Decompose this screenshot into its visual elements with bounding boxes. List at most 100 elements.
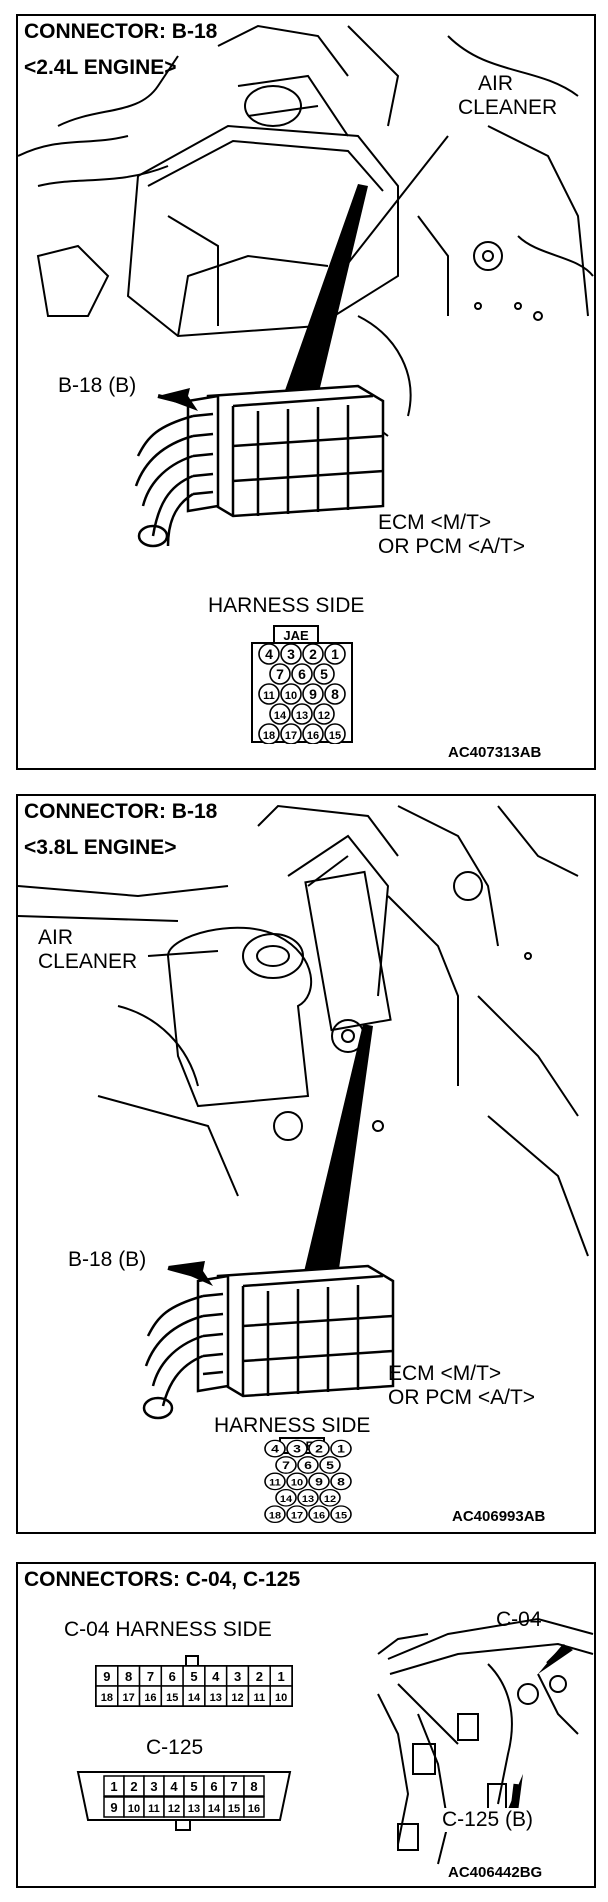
panel2-pin-label-5: 5	[326, 1458, 334, 1471]
panel1-pin-label-7: 7	[276, 666, 284, 682]
panel2-pin-label-9: 9	[315, 1475, 323, 1488]
panel1-air-label-2: CLEANER	[458, 96, 558, 119]
c04-pin-label-10: 10	[275, 1692, 287, 1704]
panel2-pin-10	[286, 1472, 308, 1491]
panel2-pin-5	[319, 1456, 341, 1474]
panel2-pin-label-2: 2	[315, 1442, 323, 1455]
panel2-pin-7	[275, 1456, 297, 1474]
panel2-pin-13	[297, 1488, 319, 1507]
c125-pin-label-5: 5	[190, 1779, 197, 1794]
panel2-pin-14	[275, 1488, 297, 1507]
panel2-pin-9	[308, 1472, 330, 1491]
panel1-pin-9	[302, 683, 324, 705]
panel-connector-b18-2-4l: CONNECTOR: B-18 <2.4L ENGINE> AIR CLEANE…	[16, 14, 596, 770]
panel2-pin-8	[330, 1472, 352, 1491]
panel1-engine: <2.4L ENGINE>	[24, 56, 177, 79]
c04-pin-label-17: 17	[123, 1692, 135, 1704]
panel1-harness-side: HARNESS SIDE	[208, 594, 365, 617]
panel2-pin-3	[286, 1439, 308, 1458]
panel1-pin-5	[313, 663, 335, 685]
panel3-figure-code: AC406442BG	[448, 1864, 543, 1881]
panel2-pin-label-14: 14	[280, 1495, 293, 1505]
panel3-title: CONNECTORS: C-04, C-125	[24, 1568, 301, 1591]
panel1-pin-label-5: 5	[320, 666, 328, 682]
panel1-pin-11	[258, 683, 280, 705]
c125-pin-label-11: 11	[148, 1803, 160, 1815]
c125-pin-label-7: 7	[230, 1779, 237, 1794]
panel1-pin-label-11: 11	[263, 690, 275, 702]
panel2-pin-15	[330, 1505, 352, 1524]
c125-callout: C-125 (B)	[442, 1808, 534, 1832]
c04-pin-label-14: 14	[188, 1692, 201, 1704]
panel2-pin-label-17: 17	[291, 1511, 304, 1521]
panel1-pin-label-1: 1	[331, 646, 339, 662]
panel2-connector-label: B-18 (B)	[68, 1248, 147, 1271]
panel2-ecm-label-2: OR PCM <A/T>	[388, 1386, 536, 1409]
c04-pin-label-18: 18	[101, 1692, 113, 1704]
panel2-air-label-1: AIR	[38, 926, 74, 949]
panel2-pin-4	[264, 1439, 286, 1458]
c04-pin-label-5: 5	[190, 1669, 197, 1684]
panel2-pin-label-8: 8	[337, 1475, 345, 1488]
c125-pin-label-2: 2	[130, 1779, 137, 1794]
panel1-pin-label-4: 4	[265, 646, 273, 662]
c04-callout: C-04	[496, 1608, 542, 1631]
panel2-pin-label-3: 3	[293, 1442, 301, 1455]
c125-pin-label-13: 13	[188, 1803, 200, 1815]
engine-bay-illustration-2	[18, 804, 589, 1420]
c04-pin-label-1: 1	[277, 1669, 284, 1684]
panel1-pin-17	[280, 723, 302, 744]
engine-bay-illustration	[18, 24, 594, 548]
panel1-pin-18	[258, 723, 280, 744]
panel1-pin-label-14: 14	[274, 710, 287, 722]
panel2-pin-label-13: 13	[302, 1495, 315, 1505]
panel1-pin-15	[324, 723, 346, 744]
panel1-pin-label-6: 6	[298, 666, 306, 682]
panel1-pin-10	[280, 683, 302, 705]
c04-pin-label-9: 9	[103, 1669, 110, 1684]
panel2-pin-label-7: 7	[282, 1458, 290, 1471]
panel2-pin-label-11: 11	[269, 1478, 281, 1488]
panel2-title: CONNECTOR: B-18	[24, 800, 218, 823]
panel2-pin-2	[308, 1439, 330, 1458]
panel2-pin-label-6: 6	[304, 1458, 312, 1471]
panel1-pin-1	[324, 643, 346, 665]
panel2-pin-11	[264, 1472, 286, 1491]
panel2-pin-label-4: 4	[271, 1442, 280, 1455]
panel1-jae: JAE	[283, 628, 309, 643]
panel1-pin-label-16: 16	[307, 730, 319, 742]
panel2-pin-label-16: 16	[313, 1511, 326, 1521]
panel1-figure-code: AC407313AB	[448, 744, 542, 761]
panel2-pin-17	[286, 1505, 308, 1524]
c04-pin-label-12: 12	[231, 1692, 243, 1704]
panel2-connector-pinout-main	[254, 1386, 255, 1387]
panel2-pin-6	[297, 1456, 319, 1474]
panel1-connector-label: B-18 (B)	[58, 374, 137, 397]
dashboard-illustration	[377, 1617, 594, 1865]
panel2-pin-label-18: 18	[269, 1511, 282, 1521]
c125-pin-label-6: 6	[210, 1779, 217, 1794]
c04-pin-label-11: 11	[254, 1692, 266, 1704]
c125-pin-label-10: 10	[128, 1803, 140, 1815]
panel1-pin-label-9: 9	[309, 686, 317, 702]
panel-connectors-c04-c125: CONNECTORS: C-04, C-125 C-04 HARNESS SID…	[16, 1562, 596, 1888]
c125-pin-16	[243, 1796, 265, 1818]
c125-label: C-125	[146, 1736, 204, 1759]
c125-pin-8	[243, 1775, 265, 1797]
panel1-pin-label-2: 2	[309, 646, 317, 662]
c04-pin-label-15: 15	[166, 1692, 178, 1704]
panel2-pin-18	[264, 1505, 286, 1524]
panel2-pin-label-15: 15	[335, 1511, 348, 1521]
c125-pin-label-14: 14	[208, 1803, 221, 1815]
panel1-pin-4	[258, 643, 280, 665]
panel1-pin-label-10: 10	[285, 690, 297, 702]
panel1-pin-2	[302, 643, 324, 665]
c125-pin-label-12: 12	[168, 1803, 180, 1815]
panel1-pin-label-3: 3	[287, 646, 295, 662]
c125-pin-label-4: 4	[170, 1779, 178, 1794]
panel2-figure-code: AC406993AB	[452, 1508, 546, 1525]
c04-harness-side: C-04 HARNESS SIDE	[64, 1618, 272, 1641]
